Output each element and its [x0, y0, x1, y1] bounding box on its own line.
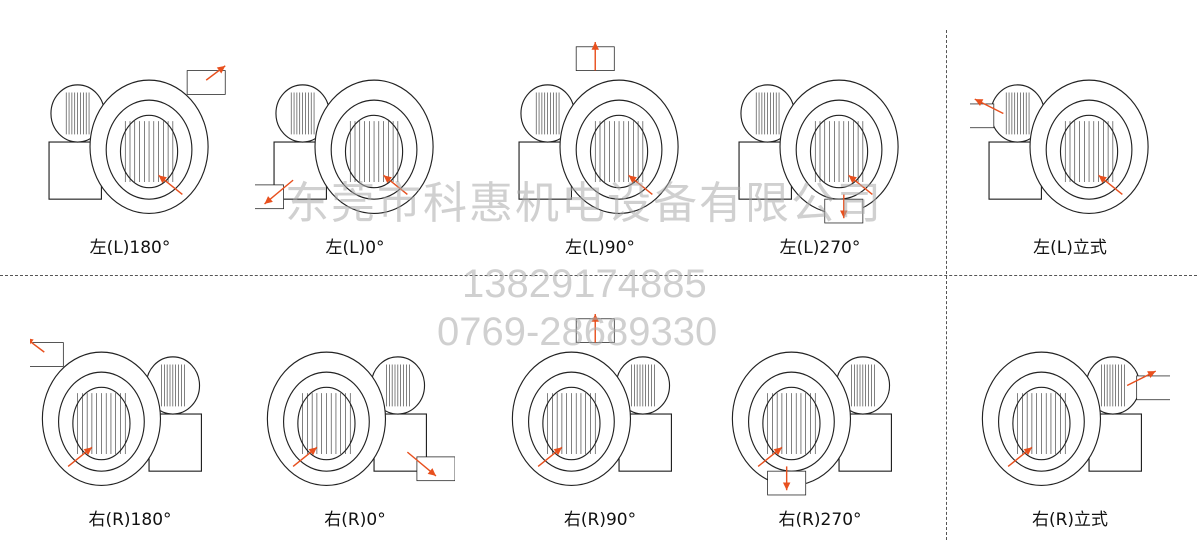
- inlet-arrow-icon: [1007, 446, 1033, 467]
- outlet-duct: [30, 342, 64, 367]
- inlet-arrow-icon: [292, 446, 318, 467]
- outlet-duct: [1136, 375, 1170, 401]
- orientation-label: 右(R)270°: [778, 510, 862, 530]
- fan-svg: [981, 351, 1170, 487]
- outlet-arrow-icon: [205, 65, 226, 81]
- inlet-arrow-icon: [67, 446, 93, 467]
- fan-svg: [738, 79, 899, 224]
- outlet-arrow-icon: [30, 338, 45, 353]
- base-stand: [148, 413, 202, 472]
- fan-drawing: [518, 46, 679, 215]
- fan-drawing: [981, 351, 1170, 487]
- outlet-arrow-icon: [840, 194, 848, 219]
- fan-svg: [970, 79, 1149, 215]
- fan-svg: [255, 79, 434, 215]
- outlet-arrow-icon: [1126, 370, 1157, 387]
- fan-figure: 右(R)270°: [705, 282, 935, 542]
- inlet-arrow-icon: [628, 174, 653, 195]
- outlet-arrow-icon: [591, 42, 599, 71]
- outlet-arrow-icon: [782, 466, 791, 491]
- fan-svg: [266, 351, 455, 487]
- fan-figure: 左(L)180°: [15, 10, 245, 270]
- watermark-phone: 0769-28689330: [437, 310, 718, 354]
- inlet-arrow-icon: [383, 174, 408, 195]
- fan-drawing: [255, 79, 434, 215]
- fan-figure: 右(R)90°: [485, 282, 715, 542]
- fan-figure: 左(L)立式: [955, 10, 1185, 270]
- orientation-label: 左(L)0°: [325, 238, 385, 258]
- orientation-label: 右(R)180°: [88, 510, 172, 530]
- outlet-duct: [186, 70, 226, 95]
- fan-svg: [30, 338, 202, 487]
- fan-svg: [731, 351, 893, 496]
- inlet-arrow-icon: [1098, 174, 1123, 195]
- fan-figure: 右(R)立式: [955, 282, 1185, 542]
- inlet-arrow-icon: [757, 446, 783, 467]
- outlet-duct: [416, 456, 455, 482]
- fan-drawing: [731, 351, 893, 496]
- outlet-duct: [255, 184, 284, 210]
- watermark-mobile: 13829174885: [462, 262, 707, 306]
- orientation-label: 左(L)270°: [779, 238, 861, 258]
- fan-drawing: [30, 342, 202, 487]
- fan-drawing: [738, 79, 899, 224]
- fan-figure: 右(R)180°: [15, 282, 245, 542]
- fan-drawing: [266, 351, 455, 487]
- fan-figure: 左(L)270°: [705, 10, 935, 270]
- orientation-label: 右(R)90°: [563, 510, 637, 530]
- inlet-arrow-icon: [537, 446, 563, 467]
- outlet-arrow-icon: [591, 314, 599, 343]
- inlet-arrow-icon: [158, 174, 183, 195]
- fan-drawing: [511, 318, 673, 487]
- orientation-label: 左(L)立式: [1033, 238, 1107, 258]
- orientation-label: 右(R)0°: [324, 510, 386, 530]
- orientation-label: 右(R)立式: [1031, 510, 1109, 530]
- outlet-arrow-icon: [406, 451, 437, 477]
- column-divider: [946, 30, 947, 540]
- orientation-label: 左(L)180°: [89, 238, 171, 258]
- watermark-company: 东莞市科惠机电设备有限公司: [285, 179, 883, 228]
- outlet-arrow-icon: [264, 179, 294, 205]
- fan-drawing: [970, 79, 1149, 215]
- fan-svg: [48, 65, 226, 215]
- orientation-label: 左(L)90°: [565, 238, 635, 258]
- fan-svg: [511, 314, 673, 487]
- outlet-arrow-icon: [974, 98, 1004, 115]
- fan-figure: 左(L)90°: [485, 10, 715, 270]
- fan-svg: [518, 42, 679, 215]
- outlet-duct: [970, 103, 995, 129]
- fan-figure: 左(L)0°: [240, 10, 470, 270]
- row-divider: [0, 275, 1197, 276]
- fan-drawing: [48, 70, 226, 215]
- inlet-arrow-icon: [848, 174, 873, 195]
- fan-figure: 右(R)0°: [240, 282, 470, 542]
